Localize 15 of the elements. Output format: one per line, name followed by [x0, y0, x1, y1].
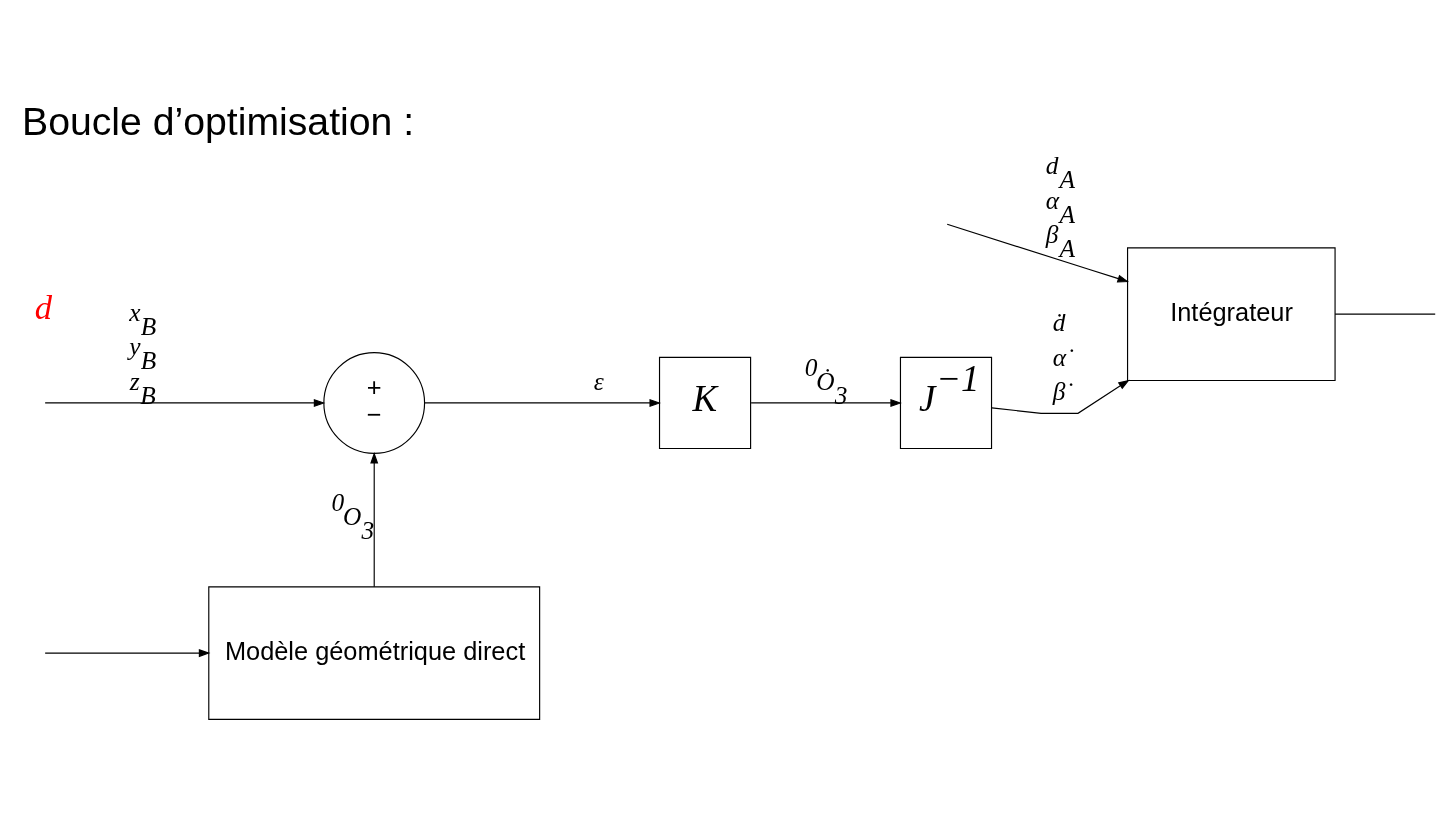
arrow: [424, 398, 661, 407]
arrow: [991, 379, 1130, 414]
node-circle: + −: [323, 351, 426, 454]
connector: [1334, 313, 1436, 315]
arrow: [44, 648, 211, 657]
node-box: Intégrateur: [1127, 246, 1336, 381]
arrow: [370, 451, 379, 587]
node-box: K: [658, 356, 752, 449]
label: d: [34, 287, 53, 326]
arrow: [44, 398, 326, 407]
diagram-title: Boucle d’optimisation :: [22, 99, 415, 143]
node-box: Modèle géométrique direct: [208, 585, 541, 720]
arrow: [750, 398, 902, 407]
arrow: [946, 223, 1129, 282]
edge-label: ε: [593, 366, 604, 395]
